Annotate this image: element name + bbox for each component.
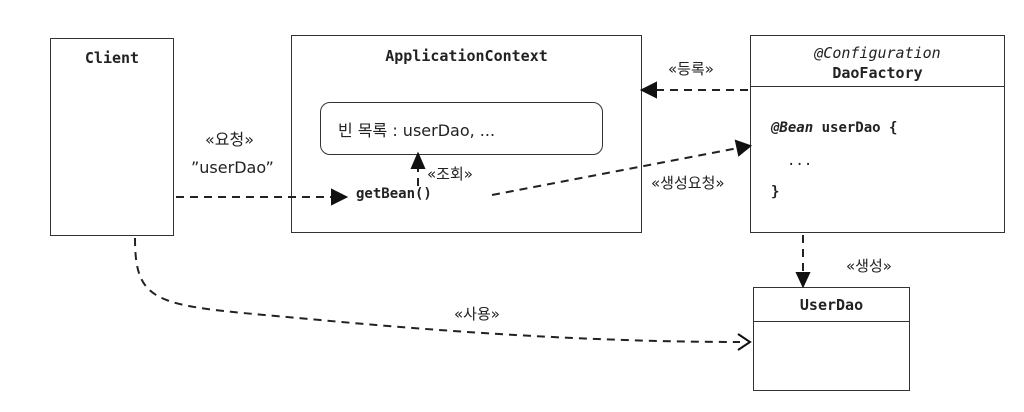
- user-dao-title: UserDao: [799, 296, 864, 314]
- create-arrowhead: [795, 272, 811, 289]
- bean-method-signature: userDao {: [821, 120, 898, 136]
- use-arrow-line: [134, 237, 741, 343]
- bean-method-close: }: [771, 184, 780, 200]
- user-dao-box: UserDao: [753, 287, 910, 391]
- create-request-arrow-line: [491, 147, 739, 196]
- lookup-label: «조회»: [427, 165, 473, 183]
- request-label: «요청»: [205, 130, 255, 149]
- client-box: Client: [50, 38, 174, 236]
- request-arg-label: ”userDao”: [191, 158, 274, 177]
- bean-method-line: @Bean userDao {: [771, 120, 897, 136]
- register-label: «등록»: [668, 60, 714, 78]
- client-title: Client: [84, 49, 140, 67]
- bean-method-body: ...: [787, 153, 813, 169]
- dao-factory-title: DaoFactory: [832, 64, 923, 82]
- use-arrowhead: [737, 333, 752, 351]
- request-arrowhead: [331, 188, 349, 206]
- bean-annotation: @Bean: [771, 120, 814, 136]
- create-request-label: «생성요청»: [651, 174, 725, 192]
- get-bean-call: getBean(): [356, 186, 432, 202]
- use-label: «사용»: [454, 305, 500, 323]
- application-context-title: ApplicationContext: [385, 47, 548, 65]
- dao-factory-box: @Configuration DaoFactory @Bean userDao …: [750, 35, 1005, 233]
- dao-factory-divider: [751, 86, 1004, 87]
- user-dao-divider: [754, 321, 909, 322]
- lookup-arrowhead: [410, 151, 426, 169]
- register-arrowhead: [639, 81, 657, 99]
- create-request-arrowhead: [734, 139, 753, 157]
- configuration-stereotype: @Configuration: [814, 44, 941, 62]
- create-label: «생성»: [846, 257, 892, 275]
- bean-list-box: 빈 목록 : userDao, ...: [320, 102, 603, 155]
- bean-list-text: 빈 목록 : userDao, ...: [338, 121, 496, 140]
